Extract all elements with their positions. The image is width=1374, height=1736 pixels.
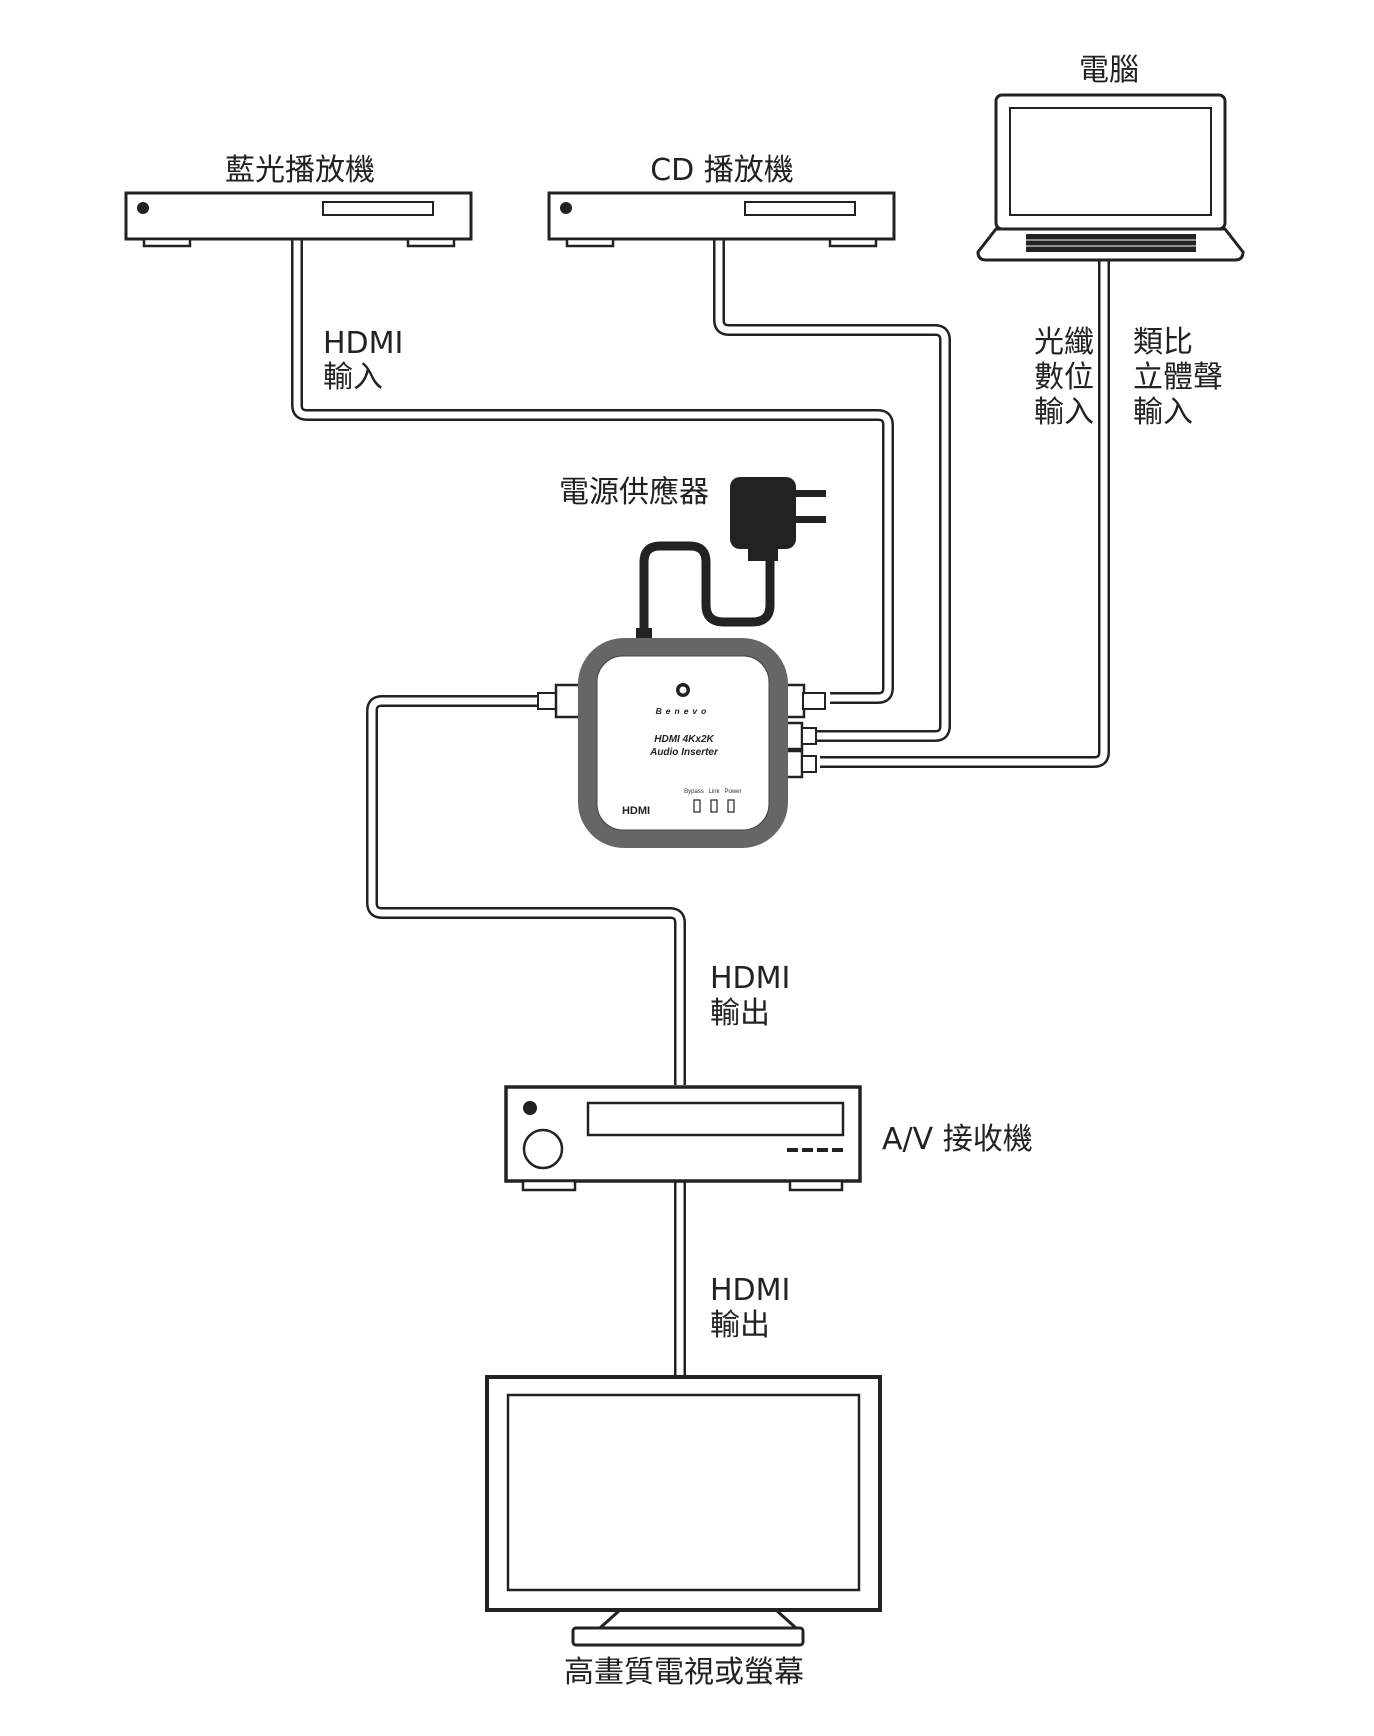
svg-text:HDMI: HDMI: [323, 326, 403, 361]
hdmi-output-label-2: HDMI 輸出: [710, 1273, 790, 1343]
svg-text:數位: 數位: [1034, 360, 1094, 395]
analog-input-label: 類比 立體聲 輸入: [1133, 325, 1223, 430]
svg-text:光纖: 光纖: [1034, 325, 1094, 360]
power-supply-label: 電源供應器: [559, 475, 709, 510]
inserter-model-line1: HDMI 4Kx2K: [654, 734, 714, 745]
hdmi-logo: HDMI: [622, 805, 650, 817]
cable-computer-audio: [820, 252, 1110, 768]
led-bypass-label: Bypass: [684, 789, 704, 795]
svg-text:輸入: 輸入: [323, 360, 383, 395]
power-adapter: [730, 477, 826, 561]
inserter-model-line2: Audio Inserter: [649, 747, 719, 758]
cd-player-label: CD 播放機: [650, 153, 794, 188]
led-bypass: [693, 799, 701, 813]
optical-input-label: 光纖 數位 輸入: [1034, 325, 1094, 430]
svg-text:輸出: 輸出: [710, 996, 770, 1031]
av-receiver-label: A/V 接收機: [882, 1122, 1033, 1157]
cable-bluray-hdmi: [291, 238, 894, 704]
led-power-label: Power: [724, 789, 741, 795]
cable-inserter-to-receiver: [366, 695, 686, 1085]
audio-inserter: Benevo HDMI 4Kx2K Audio Inserter Bypass …: [537, 628, 826, 848]
led-link-label: Link: [708, 789, 720, 795]
svg-text:輸出: 輸出: [710, 1308, 770, 1343]
av-receiver: [504, 1085, 862, 1192]
cable-cd-hdmi: [713, 238, 951, 742]
bluray-player: [124, 191, 473, 248]
cable-power: [639, 541, 775, 634]
svg-text:HDMI: HDMI: [710, 1273, 790, 1308]
led-power: [727, 799, 735, 813]
bluray-label: 藍光播放機: [225, 153, 375, 188]
hdmi-input-label: HDMI 輸入: [323, 326, 403, 395]
svg-text:輸入: 輸入: [1034, 395, 1094, 430]
tv-label: 高畫質電視或螢幕: [564, 1655, 804, 1690]
svg-text:類比: 類比: [1133, 325, 1193, 360]
led-link: [710, 799, 718, 813]
svg-text:HDMI: HDMI: [710, 961, 790, 996]
cd-player: [547, 191, 896, 248]
computer-laptop: [976, 93, 1245, 262]
computer-label: 電腦: [1079, 53, 1139, 88]
inserter-brand: Benevo: [656, 706, 711, 716]
hd-tv-monitor: [485, 1375, 882, 1647]
svg-text:立體聲: 立體聲: [1133, 360, 1223, 395]
hdmi-output-label-1: HDMI 輸出: [710, 961, 790, 1031]
svg-text:輸入: 輸入: [1133, 395, 1193, 430]
